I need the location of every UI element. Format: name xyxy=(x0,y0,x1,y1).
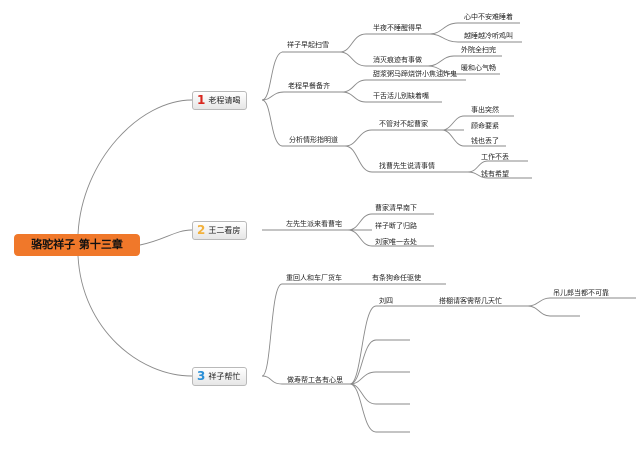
node-yard-swept[interactable]: 外院全扫完 xyxy=(461,46,496,54)
node-dont-starve[interactable]: 干舌活儿别缺着嘴 xyxy=(373,92,429,100)
topic-1-number: 1 xyxy=(197,93,206,107)
node-no-way-back[interactable]: 祥子断了归路 xyxy=(375,222,417,230)
root-node[interactable]: 骆驼祥子 第十三章 xyxy=(14,234,140,256)
node-money-lost[interactable]: 钱也丢了 xyxy=(471,137,499,145)
node-not-wrong-cao[interactable]: 不管对不起曹家 xyxy=(379,120,428,128)
node-cold-rooster[interactable]: 越睡越冷听鸡叫 xyxy=(464,32,513,40)
topic-2-label: 王二看房 xyxy=(208,226,241,235)
node-unreliable[interactable]: 吊儿郎当都不可靠 xyxy=(553,289,609,297)
node-sudden[interactable]: 事出突然 xyxy=(471,106,499,114)
node-only-liu[interactable]: 刘家唯一去处 xyxy=(375,238,417,246)
node-tell-mr-cao[interactable]: 找曹先生说清事情 xyxy=(379,162,435,170)
node-analyze[interactable]: 分析情形指明道 xyxy=(289,136,338,144)
topic-3-number: 3 xyxy=(197,369,206,383)
node-erase-traces[interactable]: 消灭痕迹有事做 xyxy=(373,56,422,64)
node-keep-job[interactable]: 工作不丢 xyxy=(481,153,509,161)
node-sent-by-zuo[interactable]: 左先生派来看曹宅 xyxy=(286,220,342,228)
node-uneasy[interactable]: 心中不安难睡着 xyxy=(464,13,513,21)
node-tent-feast[interactable]: 搭棚请客需帮几天忙 xyxy=(439,297,502,305)
node-birthday-help[interactable]: 做寿帮工各有心思 xyxy=(287,376,343,384)
node-liu-si[interactable]: 刘四 xyxy=(379,297,393,305)
topic-1-label: 老程请喝 xyxy=(208,96,241,105)
node-cao-south[interactable]: 曹家清早南下 xyxy=(375,204,417,212)
node-return-renhe[interactable]: 重回人和车厂货车 xyxy=(286,274,342,282)
node-sweep-snow[interactable]: 祥子早起扫雪 xyxy=(287,41,329,49)
node-money-hope[interactable]: 钱有希望 xyxy=(481,170,509,178)
topic-2-number: 2 xyxy=(197,223,206,237)
node-warm-calm[interactable]: 暖和心气畅 xyxy=(461,64,496,72)
node-breakfast-items[interactable]: 甜浆粥马蹄烧饼小焦油炸鬼 xyxy=(373,70,457,78)
node-save-life[interactable]: 顾命要紧 xyxy=(471,122,499,130)
node-breakfast[interactable]: 老程早餐备齐 xyxy=(288,82,330,90)
topic-3-label: 祥子帮忙 xyxy=(208,372,241,381)
node-wake-early[interactable]: 半夜不睡醒得早 xyxy=(373,24,422,32)
node-dog-life[interactable]: 有条狗命任驱使 xyxy=(372,274,421,282)
